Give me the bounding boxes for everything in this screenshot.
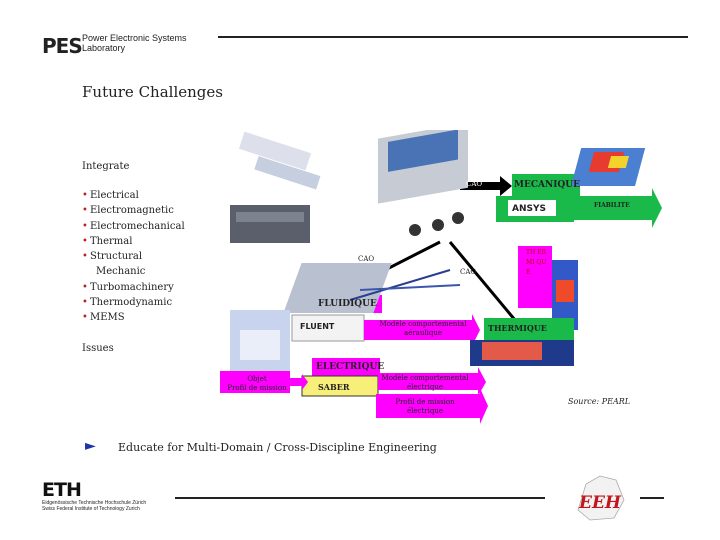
thermique-box	[484, 318, 574, 340]
profil-mission-elec-arrow	[376, 388, 488, 424]
integrate-heading: Integrate	[82, 161, 130, 172]
list-item: Turbomachinery	[82, 280, 185, 296]
ansys-label: ANSYS	[512, 204, 546, 214]
list-item: Thermal	[82, 234, 185, 250]
list-item: Electromechanical	[82, 219, 185, 235]
lab-name-line1: Power Electronic Systems	[82, 33, 187, 43]
mecanique-label: MECANIQUE	[514, 180, 580, 190]
list-item: MEMS	[82, 310, 185, 326]
airflow-map-image	[230, 310, 290, 380]
issues-heading: Issues	[82, 343, 114, 354]
thermique-vertical-label: TH ER MI QU E	[526, 249, 547, 276]
airflow-image	[283, 263, 461, 313]
modele-aero-arrow	[364, 314, 480, 346]
fiabilite-arrow	[574, 188, 662, 228]
thermique-label: THERMIQUE	[488, 323, 547, 333]
saber-label: SABER	[318, 382, 350, 392]
eeh-logo: EEH	[577, 475, 625, 521]
footer-divider-right	[640, 497, 664, 499]
cao-label-top: CAO	[466, 180, 483, 188]
exploded-assembly-image	[230, 131, 321, 243]
list-item: Thermodynamic	[82, 295, 185, 311]
fluidique-label: FLUIDIQUE	[318, 299, 377, 309]
profil-mission-text: Profil de mission	[227, 384, 287, 392]
profil-mission-elec-label: Profil de mission électrique	[395, 398, 455, 415]
mecanique-box	[512, 174, 580, 196]
fluent-logo	[291, 314, 365, 342]
cao-label-left: CAO	[358, 255, 375, 263]
eth-subtitle: Eidgenössische Technische Hochschule Zür…	[42, 500, 146, 512]
eth-line2: Swiss Federal Institute of Technology Zu…	[42, 506, 140, 512]
electrique-label: ELECTRIQUE	[316, 362, 385, 372]
list-item-continuation: Mechanic	[96, 266, 146, 278]
power-module-image	[378, 130, 468, 236]
thermique-vertical-box	[518, 246, 552, 308]
pes-logo: PES	[42, 34, 83, 58]
simulation-diagram	[220, 130, 662, 424]
modele-elec-arrow	[378, 367, 486, 396]
eth-logo: ETH	[42, 479, 82, 501]
objet-text: Objet	[247, 375, 267, 383]
fluent-label: FLUENT	[300, 322, 335, 331]
electrique-box	[312, 358, 380, 376]
slide-title: Future Challenges	[82, 83, 223, 101]
header-divider	[218, 36, 688, 38]
eeh-logo-text: EEH	[578, 493, 622, 513]
footer-divider	[175, 497, 545, 499]
fiabilite-label: FIABILITE	[594, 202, 630, 209]
source-label: Source: PEARL	[568, 397, 631, 406]
objet-label: Objet Profil de mission	[222, 375, 292, 393]
bullet-arrow-icon: ►	[85, 438, 96, 454]
lab-name-line2: Laboratory	[82, 43, 126, 53]
ansys-logo	[508, 200, 556, 216]
lab-name: Power Electronic Systems Laboratory	[82, 33, 187, 53]
arrow-to-mecanique	[460, 176, 512, 196]
modele-aero-label: Modèle comportemental aéraulique	[379, 320, 467, 337]
list-item: Electrical	[82, 188, 185, 204]
eth-line1: Eidgenössische Technische Hochschule Zür…	[42, 500, 147, 506]
educate-text: Educate for Multi-Domain / Cross-Discipl…	[118, 441, 437, 454]
modele-elec-label: Modèle comportemental électrique	[381, 374, 469, 391]
list-item: Electromagnetic	[82, 203, 185, 219]
objet-box	[220, 371, 290, 393]
list-item: Structural	[82, 249, 185, 265]
cao-label-mid: CAO	[460, 268, 477, 276]
fea-mesh-image	[570, 148, 646, 186]
integrate-list: Electrical Electromagnetic Electromechan…	[82, 188, 185, 326]
